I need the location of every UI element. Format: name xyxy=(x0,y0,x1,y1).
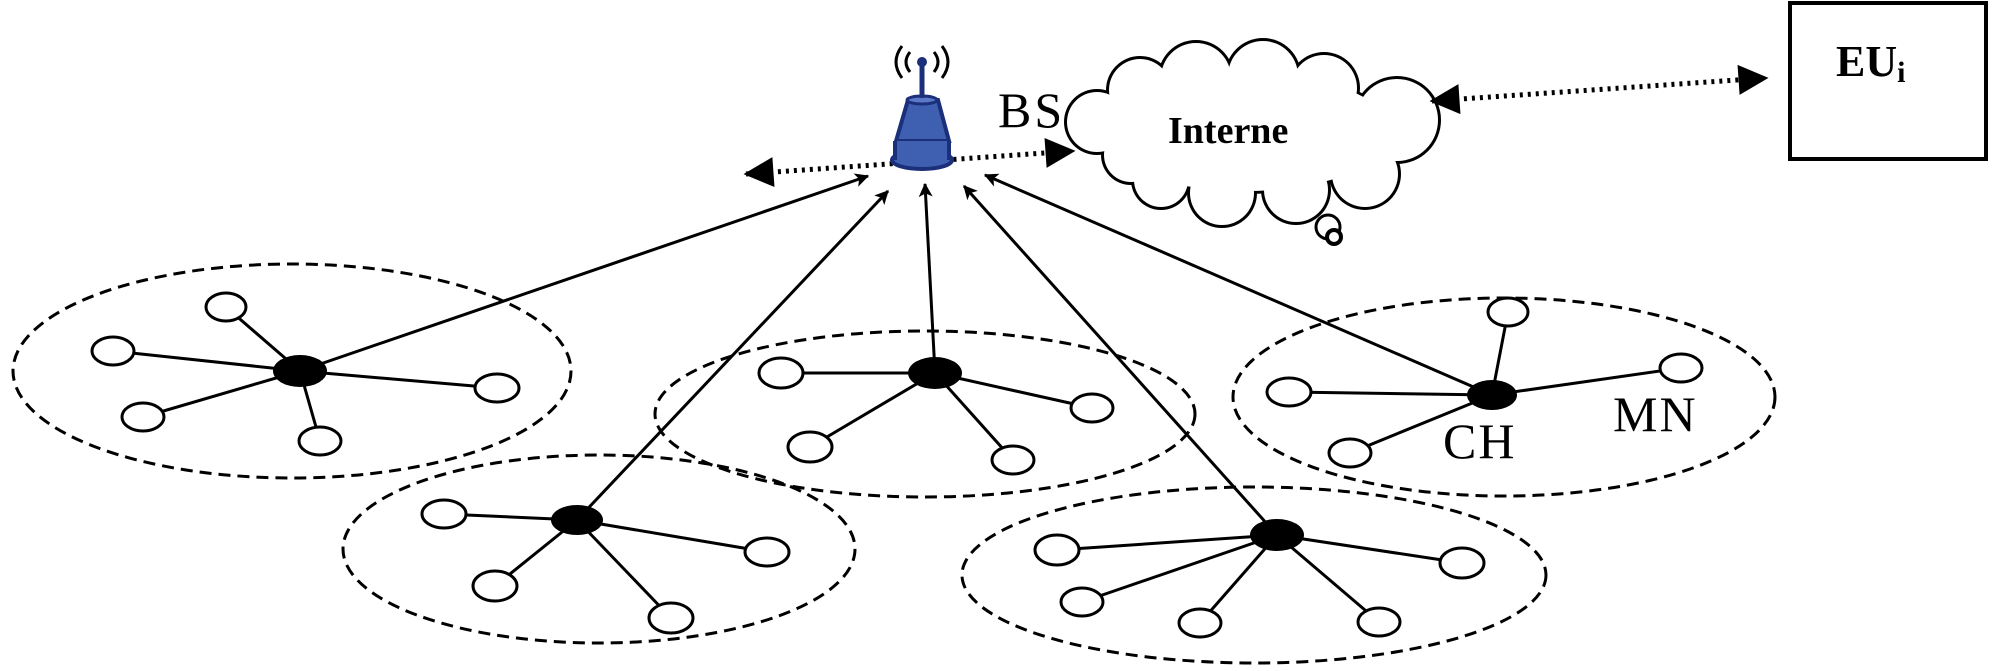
member-node xyxy=(786,430,834,464)
member-node xyxy=(1059,586,1105,618)
member-node xyxy=(1177,607,1223,639)
uplink-arrow-5 xyxy=(983,173,1493,397)
base-station-label: BS xyxy=(998,82,1065,138)
cluster-boundary-4 xyxy=(341,453,857,645)
member-node xyxy=(1069,392,1115,424)
dotted-links xyxy=(743,64,1769,188)
cluster-boundary-2 xyxy=(653,329,1197,499)
cloud-icon xyxy=(1064,38,1441,246)
cluster-boundaries xyxy=(11,262,1777,665)
member-node xyxy=(757,356,805,390)
uplink-arrow-3 xyxy=(918,182,937,374)
member-node xyxy=(471,569,519,603)
member-node xyxy=(204,291,248,323)
member-node xyxy=(1486,296,1530,328)
uplinks xyxy=(299,173,1493,537)
member-node xyxy=(647,601,695,635)
cluster-head-node xyxy=(1250,519,1304,551)
member-node xyxy=(420,498,468,530)
member-node-label: MN xyxy=(1613,386,1698,442)
member-node xyxy=(1033,533,1081,567)
member-node xyxy=(1658,352,1704,384)
cluster-head-node xyxy=(551,505,603,535)
antenna-tower-icon xyxy=(890,45,954,171)
cluster-head-node xyxy=(908,357,962,389)
member-node xyxy=(743,536,791,568)
member-node xyxy=(1438,546,1486,580)
member-node xyxy=(120,401,166,433)
cluster-head-node xyxy=(1467,380,1517,410)
end-user-label: EUi xyxy=(1836,37,1905,89)
cluster-heads xyxy=(273,355,1517,551)
internet-label: Interne xyxy=(1168,110,1288,152)
cluster-head-label: CH xyxy=(1443,413,1516,469)
member-node xyxy=(473,372,521,404)
uplink-arrow-1 xyxy=(299,173,870,373)
end-user-box xyxy=(1788,1,1988,161)
cluster-boundary-5 xyxy=(960,485,1548,665)
internet-eu-link xyxy=(1429,64,1769,115)
member-node xyxy=(90,335,136,367)
cluster-head-node xyxy=(273,355,327,387)
end-user-label-sub: i xyxy=(1897,56,1905,89)
member-node xyxy=(1265,376,1313,408)
bs-internet-link xyxy=(743,137,1076,188)
end-user-label-main: EU xyxy=(1836,37,1897,86)
uplink-arrow-2 xyxy=(575,189,890,522)
member-nodes xyxy=(90,291,1704,639)
member-node xyxy=(297,425,343,457)
member-node xyxy=(1356,606,1402,638)
uplink-arrow-4 xyxy=(962,184,1279,537)
member-node xyxy=(990,444,1036,476)
member-node xyxy=(1327,437,1373,469)
cluster-boundary-1 xyxy=(11,262,573,480)
